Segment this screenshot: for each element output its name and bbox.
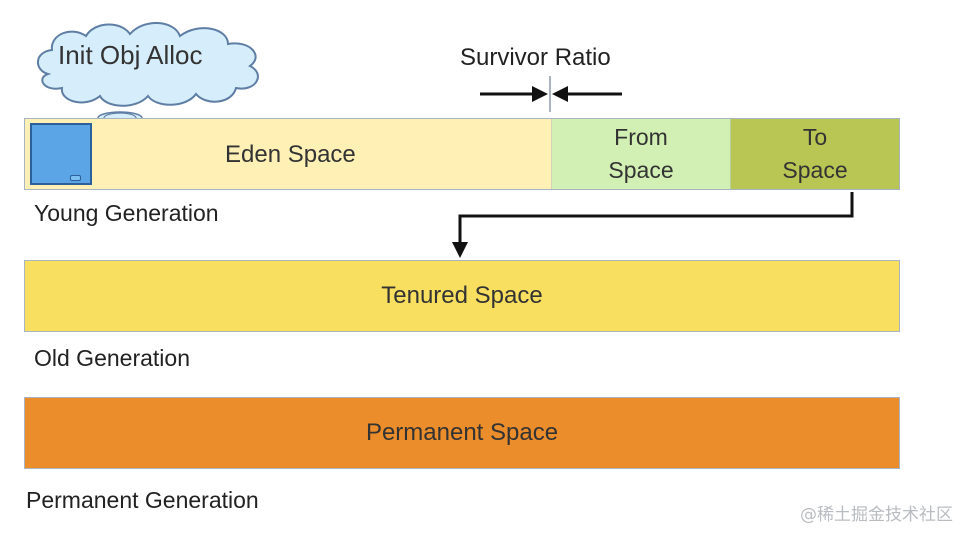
survivor-ratio-arrows [480, 76, 622, 112]
young-generation-caption: Young Generation [34, 200, 219, 226]
permanent-space: Permanent Space [24, 397, 900, 469]
young-generation-row: Eden Space From Space To Space [24, 118, 900, 190]
new-object-block [30, 123, 92, 185]
to-space-label-line1: To [802, 123, 828, 150]
tenured-space-label: Tenured Space [381, 282, 543, 309]
permanent-space-label: Permanent Space [365, 419, 559, 446]
promotion-arrow [452, 192, 854, 258]
tenured-space: Tenured Space [24, 260, 900, 332]
source-watermark: @稀土掘金技术社区 [800, 505, 953, 525]
from-space: From Space [552, 119, 731, 189]
survivor-ratio-label: Survivor Ratio [460, 44, 611, 71]
object-handle [70, 175, 81, 181]
to-space: To Space [731, 119, 899, 189]
from-space-label-line1: From [614, 123, 668, 150]
old-generation-caption: Old Generation [34, 345, 190, 371]
from-space-label-line2: Space [608, 157, 674, 183]
eden-space-label: Eden Space [225, 141, 356, 168]
to-space-label-line2: Space [782, 157, 848, 183]
init-alloc-label: Init Obj Alloc [58, 40, 203, 70]
permanent-generation-caption: Permanent Generation [26, 487, 259, 513]
eden-space: Eden Space [25, 119, 552, 189]
